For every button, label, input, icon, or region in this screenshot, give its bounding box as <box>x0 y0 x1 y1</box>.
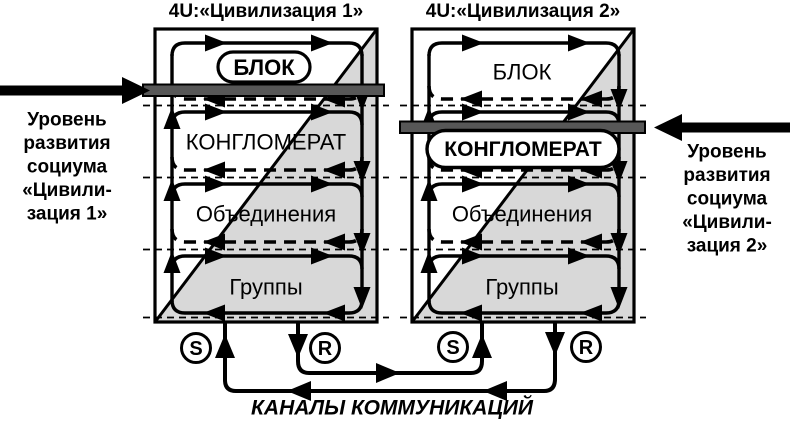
civ1-title: 4U:«Цивилизация 1» <box>169 1 363 22</box>
civ1-level-obedineniya-label: Объединения <box>196 202 336 227</box>
civ2-level-obedineniya-label: Объединения <box>452 202 592 227</box>
civ1-level-blok-label: БЛОК <box>233 55 295 80</box>
civ2-receiver-node <box>570 331 602 363</box>
right-note-line-0: Уровень <box>687 142 766 163</box>
civ2-level-blok-label: БЛОК <box>493 60 552 85</box>
civ2-title: 4U:«Цивилизация 2» <box>426 1 620 22</box>
civ2-sender-node <box>437 331 469 363</box>
right-note-line-4: зация 2» <box>687 236 768 257</box>
civ2-highlight-capsule <box>425 128 621 170</box>
right-note-line-2: социума <box>687 189 768 210</box>
civ1-receiver-node <box>309 332 341 364</box>
right-note-line-3: «Цивили- <box>682 212 772 233</box>
left-note-line-2: социума <box>27 157 108 178</box>
civ1-level-konglomerat-label: КОНГЛОМЕРАТ <box>186 130 346 155</box>
left-note: Уровень развития социума «Цивили- зация … <box>22 110 112 225</box>
civ1-sender-node <box>180 332 212 364</box>
left-note-line-1: развития <box>23 133 110 154</box>
civ1-development-level-bar <box>142 83 385 97</box>
civ1-sender-label: S <box>189 338 202 360</box>
civ2-receiver-label: R <box>579 337 594 359</box>
right-note-line-1: развития <box>683 165 770 186</box>
right-note: Уровень развития социума «Цивили- зация … <box>682 142 772 257</box>
civ1-development-diagonal <box>153 28 379 323</box>
left-note-line-3: «Цивили- <box>22 180 112 201</box>
channels-caption: КАНАЛЫ КОММУНИКАЦИЙ <box>251 396 534 420</box>
civ2-development-diagonal <box>410 28 636 323</box>
left-note-line-0: Уровень <box>27 110 106 131</box>
civ2-level-gruppy-label: Группы <box>485 275 558 300</box>
right-level-arrow-icon <box>654 114 790 141</box>
civ1-receiver-label: R <box>318 338 333 360</box>
civ2-level-konglomerat-label: КОНГЛОМЕРАТ <box>444 138 602 161</box>
civ1-level-gruppy-label: Группы <box>229 275 302 300</box>
left-note-line-4: зация 1» <box>27 204 108 225</box>
left-level-arrow-icon <box>0 77 150 104</box>
channel-civ2-to-civ1 <box>223 322 557 393</box>
civ1-highlight-capsule <box>216 50 312 84</box>
civ2-sender-label: S <box>446 337 459 359</box>
